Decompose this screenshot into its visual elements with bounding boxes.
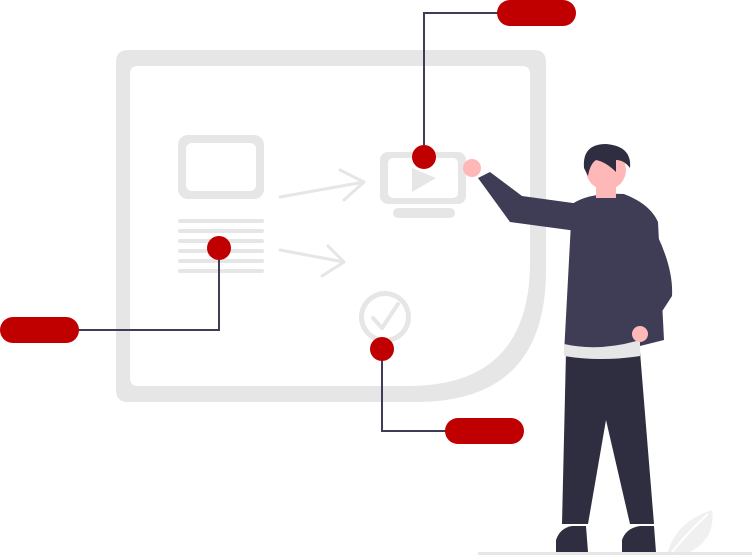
plant-icon xyxy=(668,510,713,553)
callout-top xyxy=(497,0,576,26)
arrow-icon xyxy=(278,168,366,202)
callout-bottom xyxy=(445,418,524,444)
floor-line xyxy=(478,552,752,555)
person xyxy=(463,144,673,552)
marker-dot-video xyxy=(412,145,436,169)
video-play-icon xyxy=(380,152,466,218)
presentation-board xyxy=(116,50,546,402)
arrow-icon xyxy=(278,244,346,278)
connector-lines xyxy=(76,12,502,432)
marker-dot-text xyxy=(207,236,231,260)
callout-left xyxy=(0,317,79,343)
checkmark-circle-icon xyxy=(359,291,411,343)
marker-dot-check xyxy=(370,337,394,361)
image-placeholder-icon xyxy=(178,135,264,199)
